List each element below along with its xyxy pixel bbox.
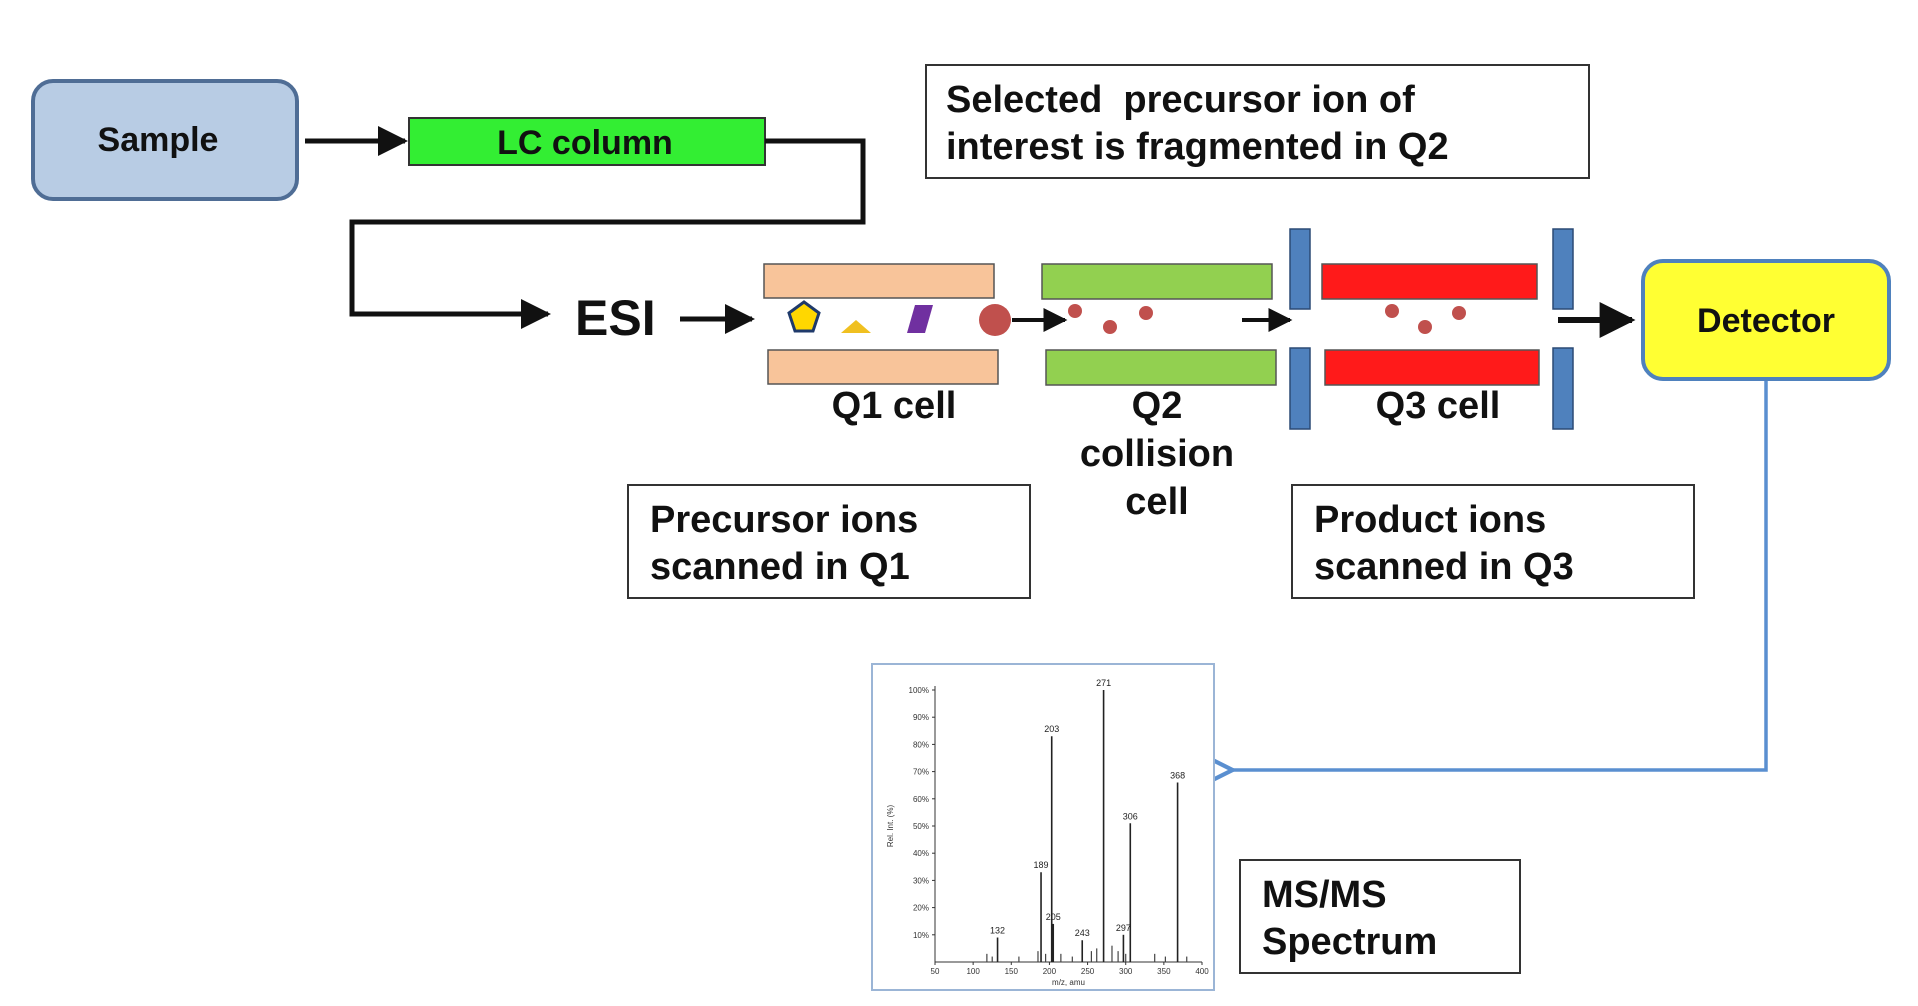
detector-label: Detector: [1697, 302, 1835, 340]
spectrum-x-tick-label: 100: [966, 967, 980, 976]
spectrum-peak-label: 368: [1170, 770, 1185, 780]
product-ions-line-2: scanned in Q3: [1314, 546, 1574, 588]
spectrum-peak-label: 205: [1046, 912, 1061, 922]
q2-cell-label-line-1: Q2: [1132, 385, 1183, 427]
precursor-ions-note: Precursor ions scanned in Q1: [627, 484, 1031, 599]
q1-cell-label: Q1 cell: [832, 385, 957, 427]
q2-fragment-ions: [1068, 304, 1153, 334]
spectrum-y-tick-label: 20%: [913, 904, 929, 913]
spectrum-x-tick-label: 300: [1119, 967, 1133, 976]
spectrum-x-tick-label: 400: [1195, 967, 1209, 976]
fragment-ion-icon: [1139, 306, 1153, 320]
spectrum-x-tick-label: 200: [1043, 967, 1057, 976]
q3-product-ions: [1385, 304, 1466, 334]
product-ion-icon: [1418, 320, 1432, 334]
q1-cell: [763, 263, 999, 385]
q3-entrance-plate-top: [1289, 228, 1311, 310]
spectrum-peak-label: 243: [1075, 928, 1090, 938]
spectrum-y-tick-label: 30%: [913, 876, 929, 885]
msms-spectrum-line-2: Spectrum: [1262, 921, 1437, 963]
spectrum-y-tick-label: 10%: [913, 931, 929, 940]
triangle-ion-icon: [841, 320, 871, 333]
lc-column-node: LC column: [408, 117, 766, 166]
q2-cell-label-line-3: cell: [1125, 481, 1188, 523]
selected-precursor-line-2: interest is fragmented in Q2: [946, 126, 1449, 168]
esi-label: ESI: [575, 290, 656, 346]
q1-bottom-rod: [767, 349, 999, 385]
selected-precursor-note: Selected precursor ion of interest is fr…: [925, 64, 1590, 179]
product-ions-line-1: Product ions: [1314, 499, 1546, 541]
spectrum-y-tick-label: 50%: [913, 822, 929, 831]
q1-top-rod: [763, 263, 995, 299]
spectrum-x-tick-label: 50: [931, 967, 940, 976]
detector-node: Detector: [1641, 259, 1891, 381]
precursor-ions: [787, 300, 1011, 336]
lc-column-label: LC column: [497, 124, 673, 162]
spectrum-x-tick-label: 350: [1157, 967, 1171, 976]
precursor-ions-line-2: scanned in Q1: [650, 546, 910, 588]
sample-label: Sample: [98, 121, 219, 159]
product-ions-note: Product ions scanned in Q3: [1291, 484, 1695, 599]
spectrum-x-axis-label: m/z, amu: [1052, 978, 1085, 987]
spectrum-y-tick-label: 70%: [913, 768, 929, 777]
q3-exit-plate-bottom: [1552, 347, 1574, 430]
spectrum-y-tick-label: 40%: [913, 849, 929, 858]
q2-cell-label-line-2: collision: [1080, 433, 1234, 475]
q3-exit-plate-top: [1552, 228, 1574, 310]
q2-bottom-rod: [1045, 349, 1277, 386]
precursor-ion-circle-icon: [979, 304, 1011, 336]
spectrum-peak-label: 132: [990, 926, 1005, 936]
spectrum-y-tick-label: 100%: [909, 686, 929, 695]
spectrum-peak-label: 306: [1123, 811, 1138, 821]
msms-spectrum-line-1: MS/MS: [1262, 874, 1387, 916]
spectrum-peak-label: 271: [1096, 678, 1111, 688]
spectrum-x-tick-label: 150: [1005, 967, 1019, 976]
product-ion-icon: [1452, 306, 1466, 320]
parallelogram-ion-icon: [907, 305, 933, 333]
selected-precursor-line-1: Selected precursor ion of: [946, 79, 1415, 121]
q2-top-rod: [1041, 263, 1273, 300]
fragment-ion-icon: [1103, 320, 1117, 334]
spectrum-peak-label: 189: [1034, 860, 1049, 870]
fragment-ion-icon: [1068, 304, 1082, 318]
spectrum-x-tick-label: 250: [1081, 967, 1095, 976]
spectrum-y-tick-label: 80%: [913, 740, 929, 749]
q3-bottom-rod: [1324, 349, 1540, 386]
sample-node: Sample: [31, 79, 299, 201]
spectrum-y-axis-label: Rel. Int. (%): [886, 805, 895, 848]
spectrum-y-tick-label: 90%: [913, 713, 929, 722]
q3-cell: [1289, 228, 1574, 430]
product-ion-icon: [1385, 304, 1399, 318]
spectrum-y-tick-label: 60%: [913, 795, 929, 804]
msms-spectrum-note: MS/MS Spectrum: [1239, 859, 1521, 974]
lc-to-esi-connector: [349, 138, 866, 329]
precursor-ions-line-1: Precursor ions: [650, 499, 918, 541]
q3-entrance-plate-bottom: [1289, 347, 1311, 430]
spectrum-frame: [871, 663, 1215, 991]
msms-spectrum-plot: 100% 90% 80% 70% 60% 50% 40% 30% 20% 10% 50 100 150 2…: [871, 663, 1215, 991]
q3-cell-label: Q3 cell: [1376, 385, 1501, 427]
detector-to-spectrum-connector: [1230, 381, 1768, 770]
q2-collision-cell: [1041, 263, 1277, 386]
spectrum-peak-label: 297: [1116, 923, 1131, 933]
pentagon-ion-icon: [787, 300, 821, 333]
spectrum-peak-label: 203: [1044, 724, 1059, 734]
q3-top-rod: [1321, 263, 1538, 300]
